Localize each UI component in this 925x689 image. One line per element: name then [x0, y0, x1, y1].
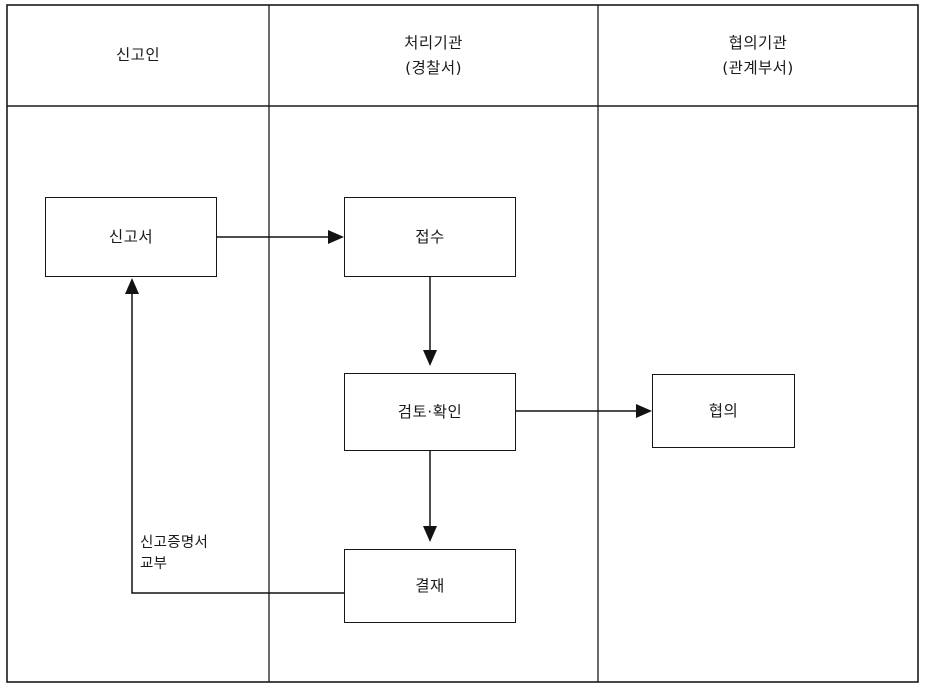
- edge-approval-to-reporter: [125, 278, 344, 594]
- node-review-confirm[interactable]: 검토·확인: [344, 373, 516, 451]
- edge-review-to-consult: [516, 404, 652, 418]
- lane-subtitle-consult: (관계부서): [722, 58, 794, 77]
- lane-header-consult: 협의기관 (관계부서): [598, 5, 918, 106]
- node-consultation[interactable]: 협의: [652, 374, 795, 448]
- lane-subtitle-agency: (경찰서): [405, 58, 462, 77]
- node-report-form-label: 신고서: [108, 227, 154, 246]
- node-receipt-label: 접수: [415, 227, 445, 246]
- node-approval-label: 결재: [415, 576, 445, 595]
- lane-title-consult: 협의기관: [728, 34, 788, 53]
- node-receipt[interactable]: 접수: [344, 197, 516, 277]
- edge-label-certificate-issuance: 신고증명서 교부: [140, 535, 209, 573]
- lane-title-reporter: 신고인: [116, 46, 160, 65]
- lane-header-reporter: 신고인: [7, 5, 269, 106]
- diagram-outer-frame: [6, 4, 919, 683]
- edge-receipt-to-review: [423, 277, 437, 366]
- lane-title-agency: 처리기관: [404, 34, 463, 53]
- node-approval[interactable]: 결재: [344, 549, 516, 623]
- edge-form-to-receipt: [217, 230, 344, 244]
- lane-header-agency: 처리기관 (경찰서): [269, 5, 598, 106]
- node-review-confirm-label: 검토·확인: [397, 402, 463, 421]
- node-report-form[interactable]: 신고서: [45, 197, 217, 277]
- node-consultation-label: 협의: [708, 401, 739, 420]
- edge-review-to-approval: [423, 451, 437, 542]
